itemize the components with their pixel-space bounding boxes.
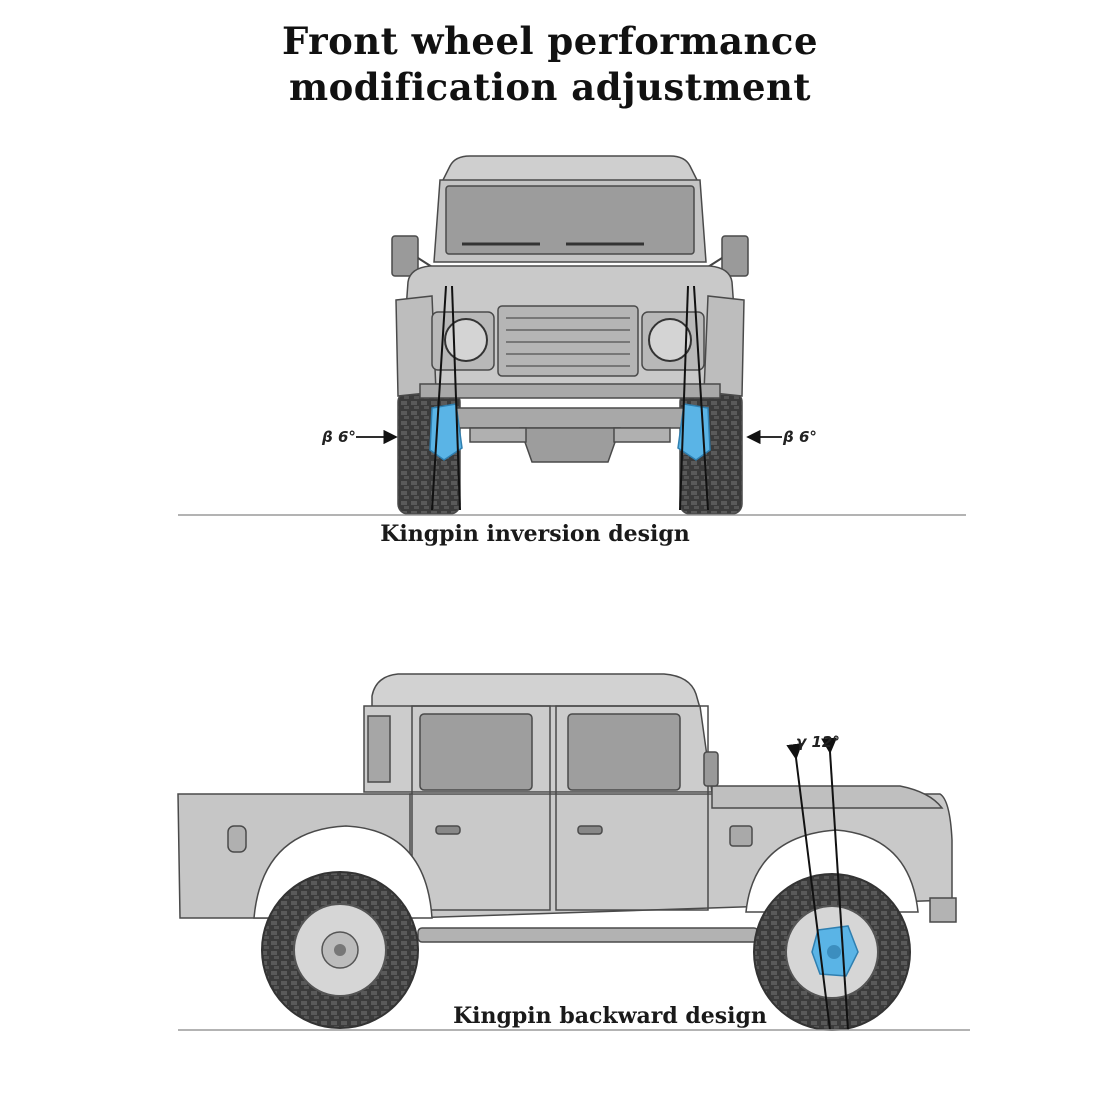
front-left-angle-label: β 6°	[322, 428, 356, 446]
front-door	[555, 705, 709, 911]
kingpin-axis-lines-front	[431, 285, 709, 511]
headlight-left	[444, 318, 488, 362]
page-title: Front wheel performance modification adj…	[0, 18, 1100, 110]
front-axle	[451, 407, 689, 429]
title-line-1: Front wheel performance	[281, 19, 819, 63]
mirror-right	[721, 235, 749, 277]
side-roof	[371, 673, 701, 709]
headlight-right	[648, 318, 692, 362]
front-wheel	[753, 873, 911, 1031]
rear-door	[411, 705, 551, 911]
title-line-2: modification adjustment	[288, 65, 812, 109]
rear-door-window	[419, 713, 533, 791]
rear-wheel	[261, 871, 419, 1029]
caster-angle-label: γ 12°	[796, 733, 840, 751]
side-view-caption: Kingpin backward design	[453, 1003, 767, 1029]
mirror-left	[391, 235, 419, 277]
front-roof	[440, 155, 700, 183]
front-windshield	[445, 185, 695, 255]
front-right-angle-label: β 6°	[783, 428, 817, 446]
side-chassis	[417, 927, 759, 943]
front-bumper	[419, 383, 721, 399]
front-view-vehicle	[391, 155, 749, 515]
front-view-caption: Kingpin inversion design	[380, 521, 690, 547]
front-door-window	[567, 713, 681, 791]
kingpin-axis-lines-side	[786, 737, 849, 1031]
